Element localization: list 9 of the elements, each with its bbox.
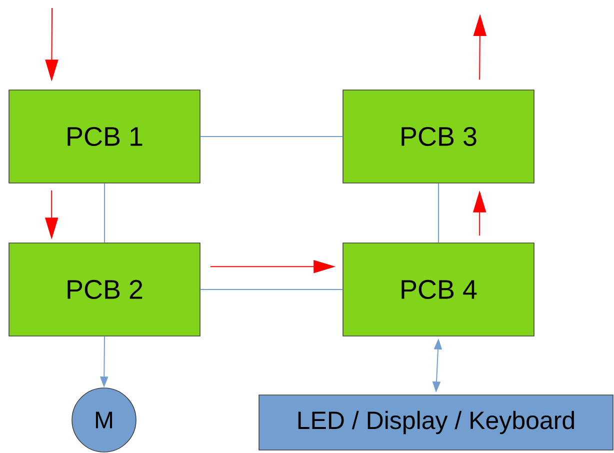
pcb-box: PCB 1 <box>8 90 200 184</box>
connector-line <box>104 182 105 244</box>
connector-line <box>438 182 439 244</box>
connector-line <box>200 289 344 290</box>
pcb-box: PCB 2 <box>8 242 200 336</box>
peripheral-box: LED / Display / Keyboard <box>258 394 614 450</box>
connector-line <box>200 136 344 137</box>
pcb-box: PCB 3 <box>342 90 534 184</box>
pcb-box: PCB 4 <box>342 242 534 336</box>
